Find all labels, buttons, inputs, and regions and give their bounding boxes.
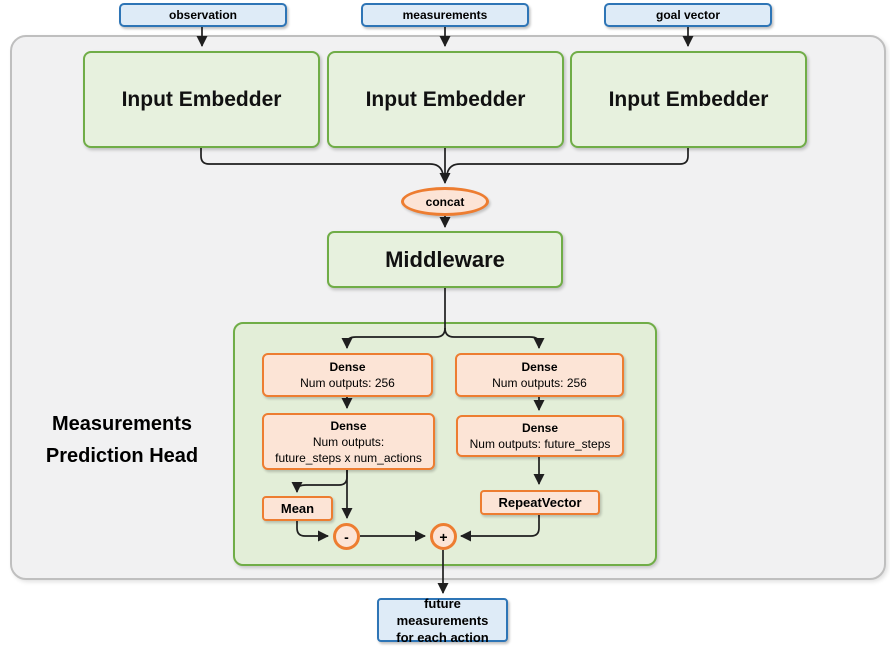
wire-split-right	[444, 327, 545, 349]
dense-left-1: Dense Num outputs: 256	[262, 353, 433, 397]
subtract-label: -	[344, 528, 349, 545]
dense-left-1-title: Dense	[329, 360, 366, 374]
input-embedder-2-label: Input Embedder	[365, 87, 526, 111]
dense-left-1-outputs: Num outputs: 256	[300, 376, 395, 390]
subtract-node: -	[333, 523, 360, 550]
input-box-measurements-label: measurements	[402, 8, 488, 22]
input-box-observation-label: observation	[168, 8, 237, 22]
concat-node: concat	[401, 187, 489, 216]
input-embedder-2: Input Embedder	[327, 51, 564, 148]
dense-right-2-title: Dense	[521, 421, 559, 435]
mean-label: Mean	[280, 501, 315, 516]
dense-right-1-outputs: Num outputs: 256	[492, 376, 587, 390]
wire-dense2L-to-mean	[291, 470, 348, 493]
dense-right-1-title: Dense	[521, 360, 558, 374]
dense-right-2-outputs: Num outputs: future_steps	[469, 437, 611, 451]
wire-embedder1-merge	[200, 148, 445, 178]
input-box-observation: observation	[119, 3, 287, 27]
dense-right-2: Dense Num outputs: future_steps	[456, 415, 624, 457]
dense-right-1: Dense Num outputs: 256	[455, 353, 624, 397]
middleware-box: Middleware	[327, 231, 563, 288]
wire-split-left	[341, 327, 446, 349]
prediction-head-title: Measurements Prediction Head	[23, 408, 221, 472]
mean-box: Mean	[262, 496, 333, 521]
wire-repeat-to-plus	[460, 514, 540, 542]
dense-left-2-outputs-line1: Num outputs:	[312, 434, 385, 449]
input-embedder-1: Input Embedder	[83, 51, 320, 148]
repeat-vector-label: RepeatVector	[498, 495, 582, 510]
prediction-head-title-line1: Measurements	[51, 413, 193, 435]
dense-left-2-outputs-line2: future_steps x num_actions	[275, 450, 422, 465]
wire-mean-to-minus	[296, 520, 329, 542]
wire-embedder3-merge	[445, 148, 689, 178]
output-box-line1: future measurements	[396, 595, 489, 628]
middleware-label: Middleware	[385, 246, 505, 272]
dense-left-2: Dense Num outputs: future_steps x num_ac…	[262, 413, 435, 470]
input-box-measurements: measurements	[361, 3, 529, 27]
add-label: +	[439, 528, 448, 545]
repeat-vector-box: RepeatVector	[480, 490, 600, 515]
prediction-head-title-line2: Prediction Head	[45, 445, 199, 467]
dense-left-2-title: Dense	[330, 418, 367, 433]
concat-label: concat	[425, 194, 465, 209]
input-embedder-1-label: Input Embedder	[121, 87, 282, 111]
output-box: future measurements for each action	[377, 595, 508, 645]
input-embedder-3: Input Embedder	[570, 51, 807, 148]
output-box-line2: for each action	[396, 629, 489, 645]
input-box-goal-vector: goal vector	[604, 3, 772, 27]
input-embedder-3-label: Input Embedder	[608, 87, 769, 111]
input-box-goal-vector-label: goal vector	[655, 8, 721, 22]
add-node: +	[430, 523, 457, 550]
